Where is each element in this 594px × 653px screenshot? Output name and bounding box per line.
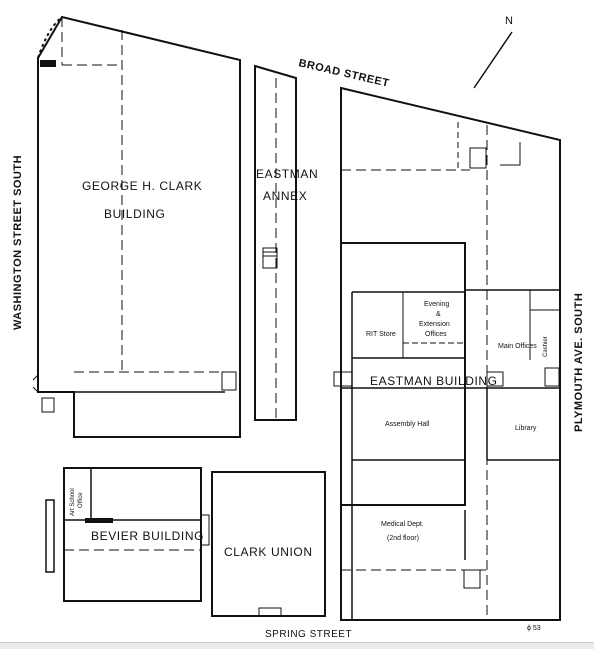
medical-label-1: Medical Dept. <box>381 521 424 528</box>
eastman-building-label: EASTMAN BUILDING <box>370 374 498 388</box>
clark-union-label: CLARK UNION <box>224 545 313 559</box>
medical-label-2: (2nd floor) <box>387 535 419 542</box>
art-school-label-1: Art School <box>70 488 76 516</box>
annex-label-2: ANNEX <box>263 189 307 203</box>
plymouth-ave-label: PLYMOUTH AVE. SOUTH <box>573 293 585 432</box>
evening-label-2: & <box>436 311 441 318</box>
main-offices-label: Main Offices <box>498 343 537 350</box>
evening-label-4: Offices <box>425 331 447 338</box>
library-label: Library <box>515 425 537 432</box>
evening-label-1: Evening <box>424 301 449 308</box>
assembly-hall-label: Assembly Hall <box>385 421 430 428</box>
bevier-building <box>45 467 210 602</box>
washington-street-label: WASHINGTON STREET SOUTH <box>12 155 24 330</box>
clark-building <box>32 15 241 438</box>
bevier-building-label: BEVIER BUILDING <box>91 529 204 543</box>
artist-signature: ϕ 53 <box>527 625 541 632</box>
evening-label-3: Extension <box>419 321 450 328</box>
north-label: N <box>505 15 513 27</box>
eastman-building <box>333 86 561 621</box>
eastman-annex <box>254 64 297 421</box>
compass-needle <box>473 31 513 89</box>
north-arrow: N <box>473 15 513 89</box>
window-bottom-edge <box>0 642 594 649</box>
clark-building-label-2: BUILDING <box>104 207 165 221</box>
rit-store-label: RIT Store <box>366 331 396 338</box>
cashier-label: Cashier <box>543 336 549 357</box>
art-school-label-2: Office <box>78 492 84 508</box>
clark-union <box>211 471 326 617</box>
clark-building-label-1: GEORGE H. CLARK <box>82 179 202 193</box>
spring-street-label: SPRING STREET <box>265 629 352 640</box>
annex-label-1: EASTMAN <box>256 167 318 181</box>
broad-street-label: BROAD STREET <box>297 57 390 90</box>
